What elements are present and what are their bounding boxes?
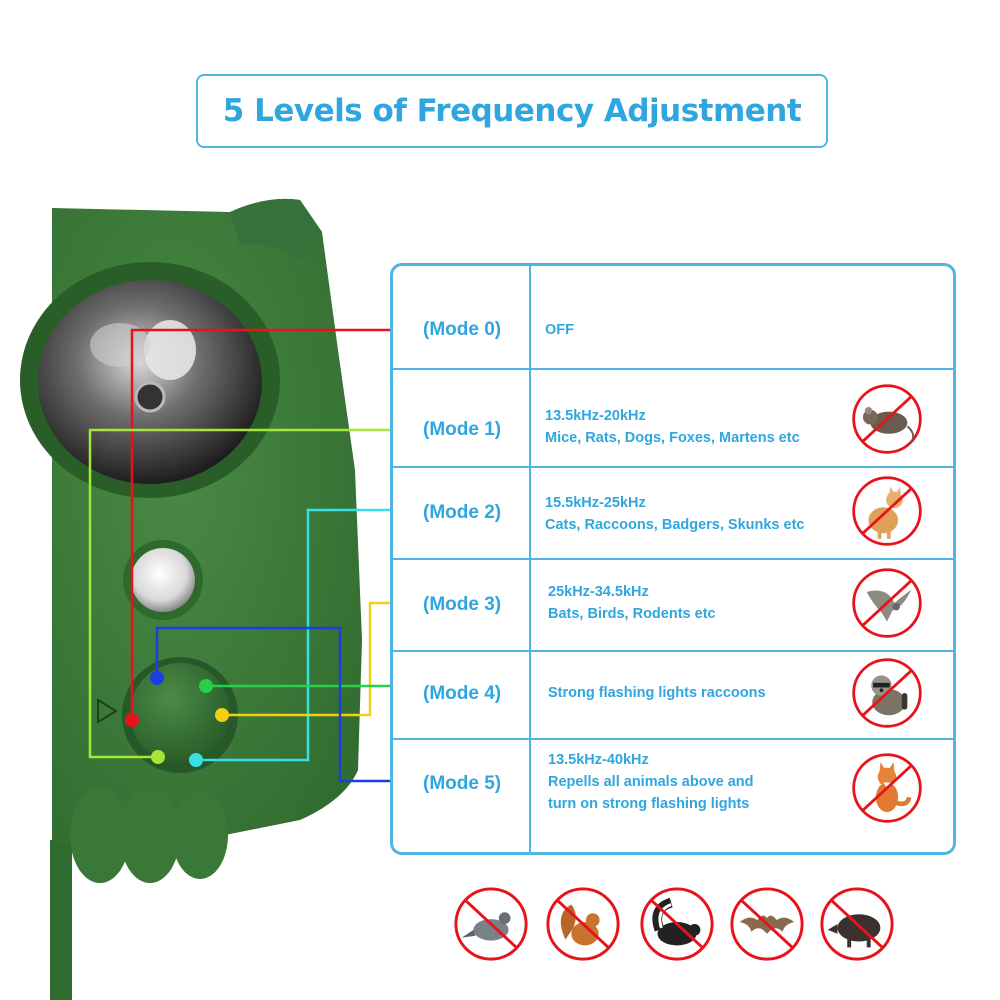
no-skunk-icon — [640, 887, 714, 961]
knob-dot-mode-3 — [215, 708, 229, 722]
mode-row-1 — [393, 368, 953, 468]
no-squirrel-icon — [546, 887, 620, 961]
mode-row-0 — [393, 266, 953, 368]
knob-dot-mode-2 — [189, 753, 203, 767]
no-cat-icon — [852, 476, 922, 546]
light-sensor — [131, 548, 195, 612]
mode-description: 13.5kHz-40kHz Repells all animals above … — [548, 749, 838, 815]
no-fox-icon — [852, 753, 922, 823]
description-line: 15.5kHz-25kHz — [545, 495, 646, 511]
mode-row-3 — [393, 558, 953, 652]
mode-label: (Mode 3) — [423, 594, 502, 615]
description-line: Cats, Raccoons, Badgers, Skunks etc — [545, 517, 805, 533]
mode-label: (Mode 0) — [423, 319, 502, 340]
ground-stake — [50, 840, 72, 1000]
description-line: 13.5kHz-40kHz — [548, 752, 649, 768]
mode-5-wire — [155, 626, 408, 783]
mode-selector-knob — [130, 663, 230, 763]
description-line: 13.5kHz-20kHz — [545, 408, 646, 424]
page-title: 5 Levels of Frequency Adjustment — [222, 93, 802, 129]
mode-row-4 — [393, 650, 953, 740]
mode-2-wire — [196, 508, 408, 762]
mode-description: 15.5kHz-25kHz Cats, Raccoons, Badgers, S… — [545, 492, 835, 536]
no-boar-icon — [820, 887, 894, 961]
description-line: Repells all animals above and — [548, 774, 754, 790]
no-bat-icon — [730, 887, 804, 961]
mode-description: Strong flashing lights raccoons — [548, 682, 838, 704]
mode-row-5 — [393, 738, 953, 852]
knob-dot-mode-5 — [150, 671, 164, 685]
description-line: 25kHz-34.5kHz — [548, 584, 649, 600]
no-raccoon-icon — [852, 658, 922, 728]
description-line: Strong flashing lights raccoons — [548, 685, 766, 701]
mode-3-wire — [222, 601, 408, 717]
knob-dot-mode-1 — [151, 750, 165, 764]
no-rat-icon — [852, 384, 922, 454]
mode-label: (Mode 4) — [423, 683, 502, 704]
knob-dot-mode-4 — [199, 679, 213, 693]
no-pigeon-icon — [454, 887, 528, 961]
mode-1-wire — [88, 428, 408, 759]
mode-description: 13.5kHz-20kHz Mice, Rats, Dogs, Foxes, M… — [545, 405, 835, 449]
mode-label: (Mode 2) — [423, 502, 502, 523]
mode-description: 25kHz-34.5kHz Bats, Birds, Rodents etc — [548, 581, 838, 625]
description-line: turn on strong flashing lights — [548, 796, 750, 812]
no-bird-icon — [852, 568, 922, 638]
mode-label: (Mode 5) — [423, 773, 502, 794]
description-line: Bats, Birds, Rodents etc — [548, 606, 716, 622]
description-line: Mice, Rats, Dogs, Foxes, Martens etc — [545, 430, 800, 446]
description-line: OFF — [545, 322, 574, 338]
mode-0-wire — [130, 328, 408, 720]
mode-description: OFF — [545, 319, 835, 341]
mode-table: (Mode 0) (Mode 1) (Mode 2) (Mode 3) (Mod… — [390, 263, 956, 855]
knob-dot-mode-0 — [125, 713, 139, 727]
title-box: 5 Levels of Frequency Adjustment — [196, 74, 828, 148]
mode-row-2 — [393, 466, 953, 560]
mode-label: (Mode 1) — [423, 419, 502, 440]
